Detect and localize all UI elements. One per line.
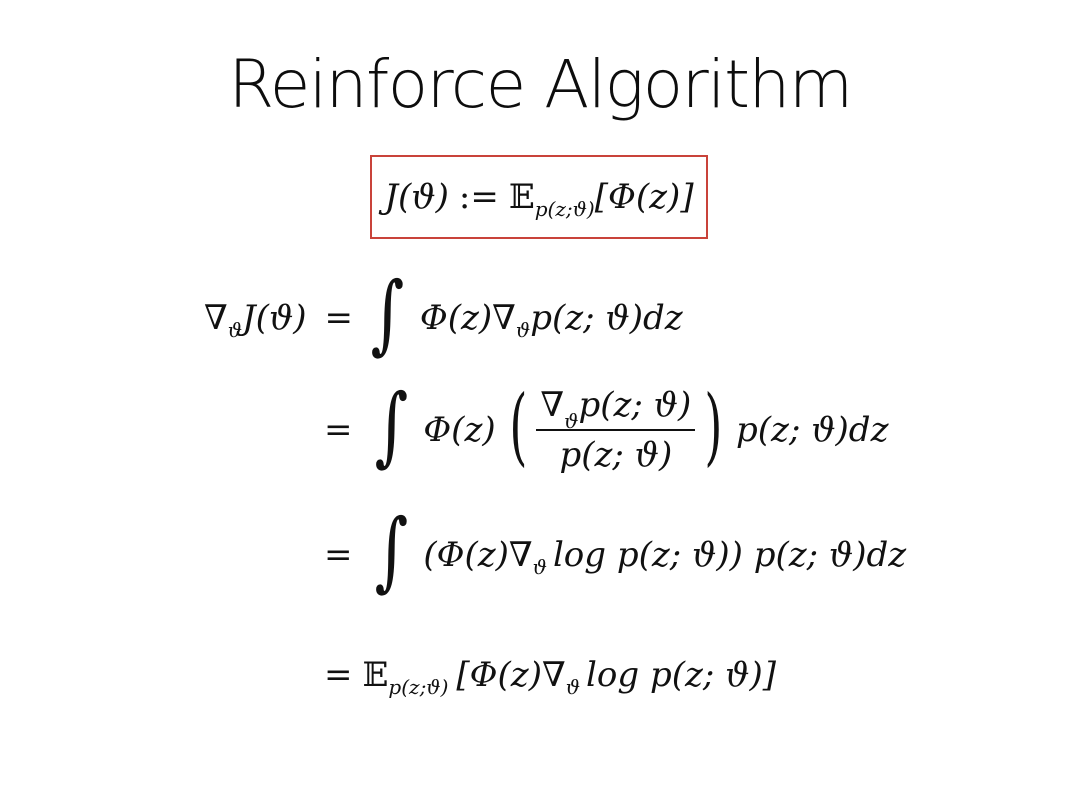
expectation-body-subscript: ϑ bbox=[565, 675, 581, 699]
expectation-symbol: 𝔼 bbox=[362, 655, 389, 695]
integrand-subscript: ϑ bbox=[532, 555, 547, 579]
derivation-line-1: ∇ ϑ J(ϑ) = ∫ Φ(z)∇ ϑ p(z; ϑ)dz bbox=[204, 268, 683, 368]
slide-title: Reinforce Algorithm bbox=[228, 46, 853, 123]
definition-formula: J(ϑ) := 𝔼 p(z;ϑ) [Φ(z)] bbox=[372, 157, 706, 237]
fraction-numerator: ∇ϑp(z; ϑ) bbox=[536, 385, 696, 433]
definition-expectation: 𝔼 bbox=[508, 177, 535, 217]
integral-sign: ∫ bbox=[374, 501, 408, 601]
equals-sign: = bbox=[324, 655, 353, 695]
expectation-body-a: [Φ(z)∇ bbox=[456, 655, 566, 695]
derivation-line-4: = 𝔼 p(z;ϑ) [Φ(z)∇ ϑ log p(z; ϑ)] bbox=[324, 640, 776, 710]
right-paren: ) bbox=[704, 377, 723, 475]
integral-sign: ∫ bbox=[370, 264, 405, 364]
integrand-part-a: (Φ(z)∇ bbox=[423, 535, 533, 575]
equals-sign: = bbox=[324, 298, 354, 338]
nabla-symbol: ∇ bbox=[540, 385, 565, 425]
integral-sign: ∫ bbox=[374, 376, 408, 476]
definition-expectation-subscript: p(z;ϑ) bbox=[534, 197, 595, 221]
integrand-subscript: ϑ bbox=[515, 318, 531, 342]
derivation-line-2: = ∫ Φ(z) ( ∇ϑp(z; ϑ) p(z; ϑ) ) p(z; ϑ)dz bbox=[324, 380, 888, 480]
definition-box: J(ϑ) := 𝔼 p(z;ϑ) [Φ(z)] bbox=[370, 155, 708, 239]
nabla-symbol: ∇ bbox=[204, 298, 228, 338]
fraction-denominator: p(z; ϑ) bbox=[559, 435, 673, 475]
expectation-body-b: log p(z; ϑ)] bbox=[586, 655, 776, 695]
definition-lhs: J(ϑ) bbox=[384, 177, 449, 217]
integrand-part-b: log p(z; ϑ)) p(z; ϑ)dz bbox=[552, 535, 907, 575]
left-paren: ( bbox=[509, 377, 528, 475]
nabla-subscript: ϑ bbox=[227, 318, 243, 342]
equals-sign: = bbox=[324, 410, 353, 450]
fraction: ∇ϑp(z; ϑ) p(z; ϑ) bbox=[536, 385, 696, 475]
integrand-part-b: p(z; ϑ)dz bbox=[530, 298, 683, 338]
definition-assign: := bbox=[458, 177, 499, 217]
numerator-expression: p(z; ϑ) bbox=[578, 385, 692, 425]
gradient-lhs: J(ϑ) bbox=[242, 298, 307, 338]
equals-sign: = bbox=[324, 535, 353, 575]
integrand-part-b: p(z; ϑ)dz bbox=[736, 410, 889, 450]
integrand-part-a: Φ(z)∇ bbox=[419, 298, 516, 338]
nabla-subscript: ϑ bbox=[564, 409, 579, 433]
derivation-line-3: = ∫ (Φ(z)∇ ϑ log p(z; ϑ)) p(z; ϑ)dz bbox=[324, 505, 906, 605]
expectation-subscript: p(z;ϑ) bbox=[388, 675, 449, 699]
integrand-part-a: Φ(z) bbox=[423, 410, 496, 450]
definition-rhs: [Φ(z)] bbox=[594, 177, 694, 217]
